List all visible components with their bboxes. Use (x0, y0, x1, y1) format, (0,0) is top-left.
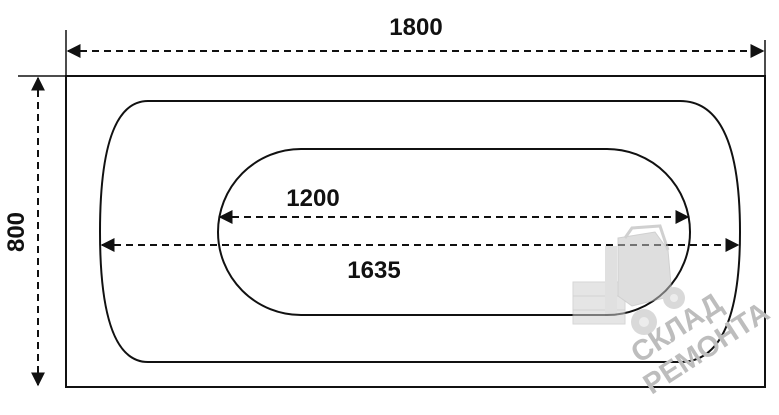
dimension-label-inner: 1200 (286, 185, 339, 212)
forklift-icon (572, 224, 685, 335)
outer-bowl (98, 100, 742, 363)
inner-bowl (217, 148, 691, 316)
dimension-label-length: 1800 (389, 14, 442, 41)
tub-outline (65, 75, 766, 388)
dimension-label-width: 800 (3, 212, 30, 252)
dimension-label-outer-bowl: 1635 (347, 257, 400, 284)
